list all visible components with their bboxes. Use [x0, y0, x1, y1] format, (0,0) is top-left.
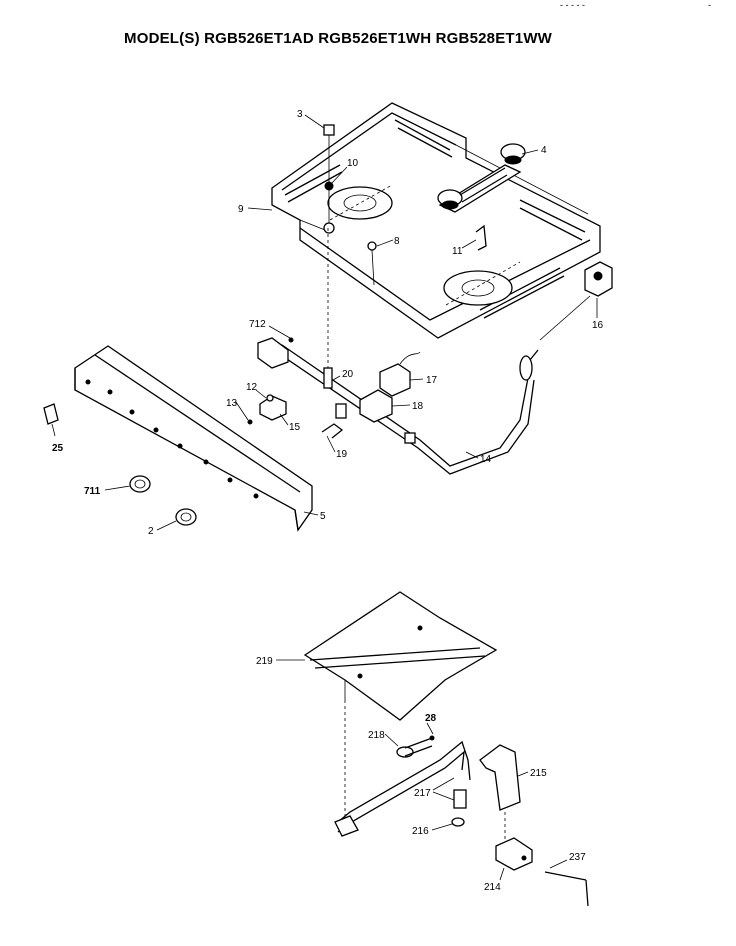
component-17: [379, 351, 421, 397]
callout-711: 711: [84, 486, 101, 497]
clip-19: [321, 423, 344, 439]
callout-25: 25: [52, 443, 64, 454]
callout-17: 17: [426, 375, 438, 386]
callout-9: 9: [238, 204, 244, 215]
callout-13: 13: [226, 398, 238, 409]
washer-216: [451, 817, 465, 827]
component-18: [359, 389, 393, 423]
leader-lines: [51, 114, 598, 881]
clip-11: [475, 224, 487, 251]
burner-lower: [443, 261, 521, 306]
burner-box-frame: [271, 102, 601, 339]
callout-218: 218: [368, 730, 385, 741]
callout-12: 12: [246, 382, 258, 393]
screw-8: [367, 241, 377, 286]
burner-upper: [327, 184, 393, 221]
callout-237: 237: [569, 852, 586, 863]
callout-14: 14: [480, 454, 492, 465]
callout-10: 10: [347, 158, 359, 169]
callout-2: 2: [148, 526, 154, 537]
valve-15: [247, 394, 287, 425]
valve-214: [495, 837, 533, 871]
electrode-218: [396, 735, 435, 758]
page-title: MODEL(S) RGB526ET1AD RGB526ET1WH RGB528E…: [124, 30, 553, 47]
bracket-215: [479, 744, 521, 840]
bracket-holder: [335, 403, 416, 444]
callout-11: 11: [452, 246, 463, 257]
callout-18: 18: [412, 401, 424, 412]
grommet-2: [175, 508, 197, 526]
callout-4: 4: [541, 145, 547, 156]
corner-mark-left: - - - - -: [560, 0, 585, 10]
callout-219: 219: [256, 656, 273, 667]
key-237: [544, 871, 589, 907]
callout-19: 19: [336, 449, 348, 460]
heat-shield-219: [303, 591, 498, 820]
broil-tube: [334, 740, 471, 837]
callout-28: 28: [425, 713, 437, 724]
control-panel-5: [74, 345, 313, 532]
callout-215: 215: [530, 768, 547, 779]
callout-16: 16: [592, 320, 604, 331]
corner-mark-right: -: [708, 0, 711, 10]
switch-16: [539, 261, 613, 341]
callout-3: 3: [297, 109, 303, 120]
orifice-20: [323, 228, 333, 389]
callout-8: 8: [394, 236, 400, 247]
clip-25: [43, 403, 59, 425]
callout-labels: 3 4 10 9 8 11 16 712 20 17 12 13 15 18 1…: [52, 109, 604, 893]
callout-5: 5: [320, 511, 326, 522]
manifold-pipe-14: [261, 344, 539, 475]
grommet-711: [129, 475, 151, 493]
callout-217: 217: [414, 788, 431, 799]
bracket-712: [257, 337, 294, 369]
callout-712: 712: [249, 319, 266, 330]
callout-20: 20: [342, 369, 354, 380]
callout-216: 216: [412, 826, 429, 837]
callout-15: 15: [289, 422, 301, 433]
callout-214: 214: [484, 882, 501, 893]
orifice-217: [453, 789, 467, 809]
burner-valve-assembly: [437, 143, 526, 213]
